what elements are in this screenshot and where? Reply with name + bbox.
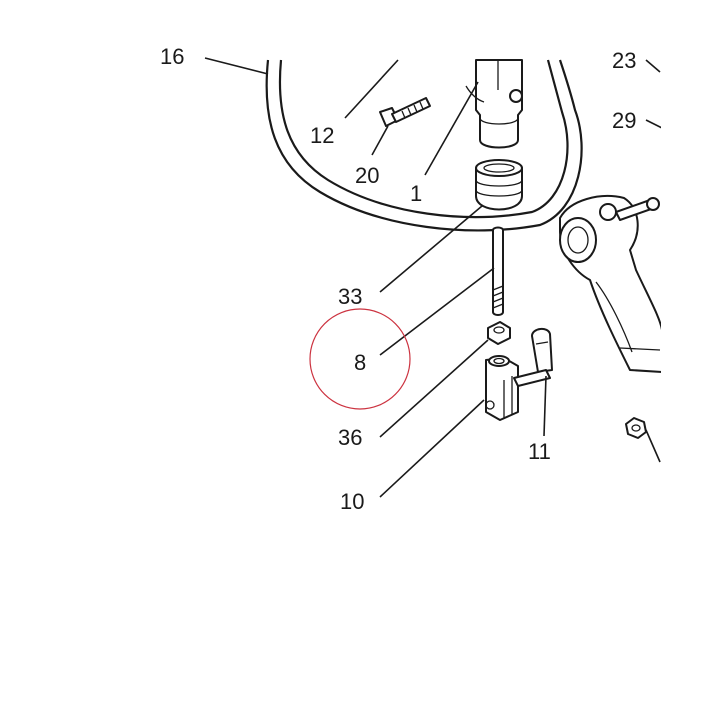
highlight-circle bbox=[309, 308, 411, 410]
crop-mask-right bbox=[661, 0, 720, 720]
top-fitting bbox=[465, 59, 523, 149]
callout-8: 8 bbox=[354, 350, 366, 375]
callout-29: 29 bbox=[612, 108, 636, 133]
crop-mask-top bbox=[0, 0, 720, 45]
bolt-20 bbox=[379, 97, 431, 127]
nut-36 bbox=[487, 321, 511, 345]
callout-33: 33 bbox=[338, 284, 362, 309]
callout-12: 12 bbox=[310, 123, 334, 148]
seal-33 bbox=[475, 159, 523, 211]
callout-1: 1 bbox=[410, 181, 422, 206]
clevis-10 bbox=[485, 355, 519, 421]
stud-8 bbox=[492, 226, 504, 316]
small-nut bbox=[625, 417, 647, 439]
callout-16: 16 bbox=[160, 44, 184, 69]
lever-arm bbox=[559, 195, 663, 373]
callout-20: 20 bbox=[355, 163, 379, 188]
leader-lines bbox=[204, 57, 663, 498]
pin-11 bbox=[513, 328, 553, 387]
callout-11: 11 bbox=[528, 439, 551, 464]
callout-10: 10 bbox=[340, 489, 364, 514]
callout-36: 36 bbox=[338, 425, 362, 450]
callout-23: 23 bbox=[612, 48, 636, 73]
